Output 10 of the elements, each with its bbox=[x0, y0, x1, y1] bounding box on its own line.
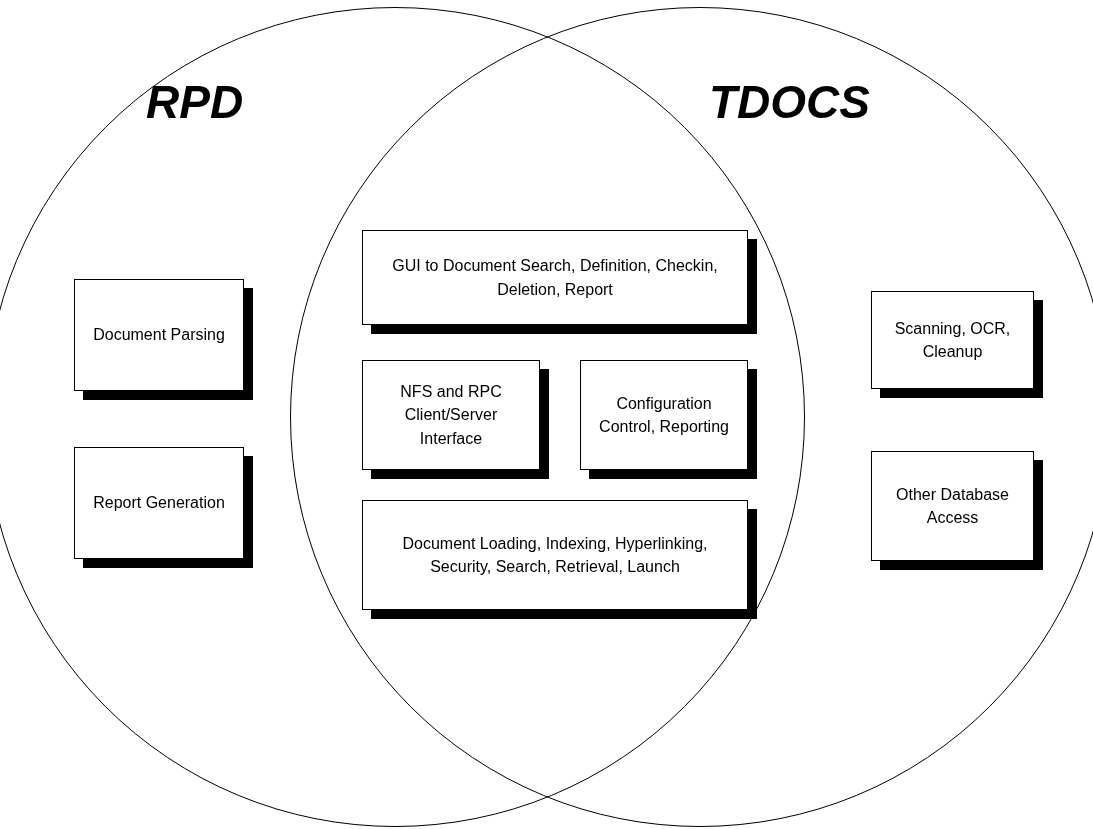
box-label: Document Loading, Indexing, Hyperlinking, Security, Search, Retrieval, Launch bbox=[401, 533, 709, 577]
box-label: GUI to Document Search, Definition, Checkin, Deletion, Report bbox=[391, 256, 719, 300]
box-label: NFS and RPC Client/Server Interface bbox=[399, 382, 503, 449]
box-label: Other Database Access bbox=[895, 484, 1010, 528]
box-label: Configuration Control, Reporting bbox=[598, 393, 730, 437]
box-label: Scanning, OCR, Cleanup bbox=[893, 318, 1012, 362]
box-label: Report Generation bbox=[93, 493, 225, 514]
set-title: RPD bbox=[146, 75, 244, 129]
set-title: TDOCS bbox=[709, 75, 870, 129]
box-label: Document Parsing bbox=[93, 325, 225, 346]
